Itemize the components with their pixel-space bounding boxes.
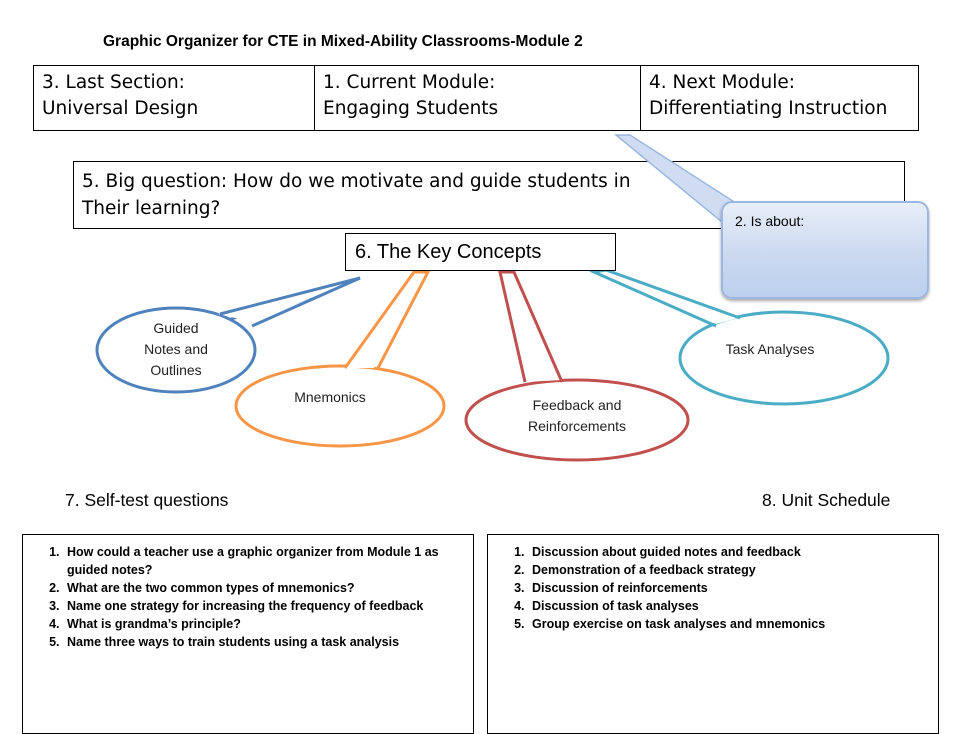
self-test-list: How could a teacher use a graphic organi… xyxy=(23,535,473,651)
next-module-box: 4. Next Module: Differentiating Instruct… xyxy=(640,65,919,131)
unit-schedule-heading: 8. Unit Schedule xyxy=(762,490,891,510)
unit-schedule-box: Discussion about guided notes and feedba… xyxy=(487,534,939,734)
self-test-item: How could a teacher use a graphic organi… xyxy=(63,543,463,579)
self-test-box: How could a teacher use a graphic organi… xyxy=(22,534,474,734)
self-test-heading: 7. Self-test questions xyxy=(65,490,229,510)
self-test-item: What is grandma’s principle? xyxy=(63,615,463,633)
big-question-line-1: 5. Big question: How do we motivate and … xyxy=(82,171,631,192)
feedback-bubble xyxy=(464,378,690,462)
mnemonics-label: Mnemonics xyxy=(294,389,366,405)
unit-schedule-list: Discussion about guided notes and feedba… xyxy=(488,535,938,633)
schedule-item: Group exercise on task analyses and mnem… xyxy=(528,615,928,633)
task-analyses-tail xyxy=(588,268,741,328)
page-title: Graphic Organizer for CTE in Mixed-Abili… xyxy=(103,33,583,50)
last-section-label: 3. Last Section: xyxy=(42,72,185,93)
task-analyses-bubble xyxy=(678,310,890,406)
guided-notes-label: Guided Notes and Outlines xyxy=(116,318,236,381)
current-module-box: 1. Current Module: Engaging Students xyxy=(314,65,641,131)
schedule-item: Discussion of task analyses xyxy=(528,597,928,615)
current-module-label: 1. Current Module: xyxy=(323,72,496,93)
schedule-item: Discussion about guided notes and feedba… xyxy=(528,543,928,561)
guided-notes-tail xyxy=(219,276,361,328)
guided-notes-line-2: Notes and xyxy=(144,341,208,357)
task-analyses-tail-fill xyxy=(594,272,738,324)
feedback-line-1: Feedback and xyxy=(532,397,622,413)
task-analyses-label: Task Analyses xyxy=(725,341,815,357)
last-section-value: Universal Design xyxy=(42,98,199,119)
feedback-line-2: Reinforcements xyxy=(527,418,627,434)
key-concepts-box: 6. The Key Concepts xyxy=(345,233,616,271)
current-module-value: Engaging Students xyxy=(323,98,499,119)
next-module-value: Differentiating Instruction xyxy=(649,98,888,119)
feedback-tail xyxy=(498,270,564,383)
feedback-tail-fill xyxy=(500,272,562,382)
self-test-item: What are the two common types of mnemoni… xyxy=(63,579,463,597)
mnemonics-bubble xyxy=(234,364,446,448)
schedule-item: Discussion of reinforcements xyxy=(528,579,928,597)
guided-notes-line-1: Guided xyxy=(153,320,199,336)
guided-notes-tail-fill xyxy=(218,278,360,322)
schedule-item: Demonstration of a feedback strategy xyxy=(528,561,928,579)
self-test-item: Name three ways to train students using … xyxy=(63,633,463,651)
big-question-line-2: Their learning? xyxy=(82,198,221,219)
mnemonics-tail xyxy=(343,270,431,369)
self-test-item: Name one strategy for increasing the fre… xyxy=(63,597,463,615)
guided-notes-line-3: Outlines xyxy=(150,362,202,378)
guided-notes-bubble xyxy=(95,306,257,394)
is-about-callout: 2. Is about: xyxy=(721,201,929,299)
feedback-label: Feedback and Reinforcements xyxy=(497,395,657,437)
next-module-label: 4. Next Module: xyxy=(649,72,796,93)
